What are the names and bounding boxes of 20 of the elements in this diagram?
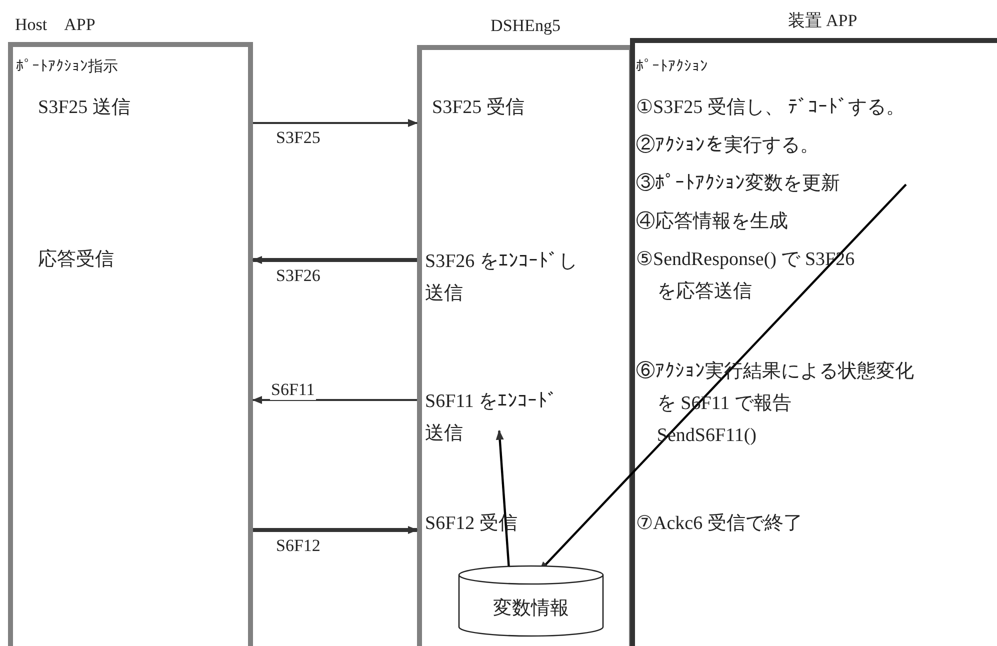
step-text: S3F25 送信 bbox=[38, 92, 218, 122]
lane-heading: 装置 APP bbox=[786, 10, 858, 32]
step-text: S6F11 をｴﾝｺｰﾄﾞ送信 bbox=[425, 386, 565, 450]
step-text: S3F25 受信 bbox=[432, 92, 602, 122]
arrow bbox=[253, 119, 418, 127]
lane-heading: Host APP bbox=[14, 14, 96, 36]
arrow bbox=[252, 256, 417, 264]
step-text: ﾎﾟｰﾄｱｸｼｮﾝ bbox=[636, 56, 836, 82]
step-text: ③ﾎﾟｰﾄｱｸｼｮﾝ変数を更新 bbox=[636, 168, 906, 198]
step-text: ①S3F25 受信し、 ﾃﾞｺｰﾄﾞする。 bbox=[636, 92, 991, 122]
step-text: ﾎﾟｰﾄｱｸｼｮﾝ指示 bbox=[16, 56, 216, 82]
arrow bbox=[252, 396, 417, 404]
arrow bbox=[253, 526, 418, 534]
step-text: 応答受信 bbox=[38, 244, 218, 274]
step-text: S3F26 をｴﾝｺｰﾄﾞし送信 bbox=[425, 246, 581, 310]
lane-heading: DSHEng5 bbox=[490, 16, 562, 36]
database-cylinder: 変数情報 bbox=[458, 565, 604, 637]
step-text: ⑦Ackc6 受信で終了 bbox=[636, 508, 936, 538]
step-text: ②ｱｸｼｮﾝを実行する。 bbox=[636, 130, 936, 160]
step-text: ④応答情報を生成 bbox=[636, 206, 936, 236]
